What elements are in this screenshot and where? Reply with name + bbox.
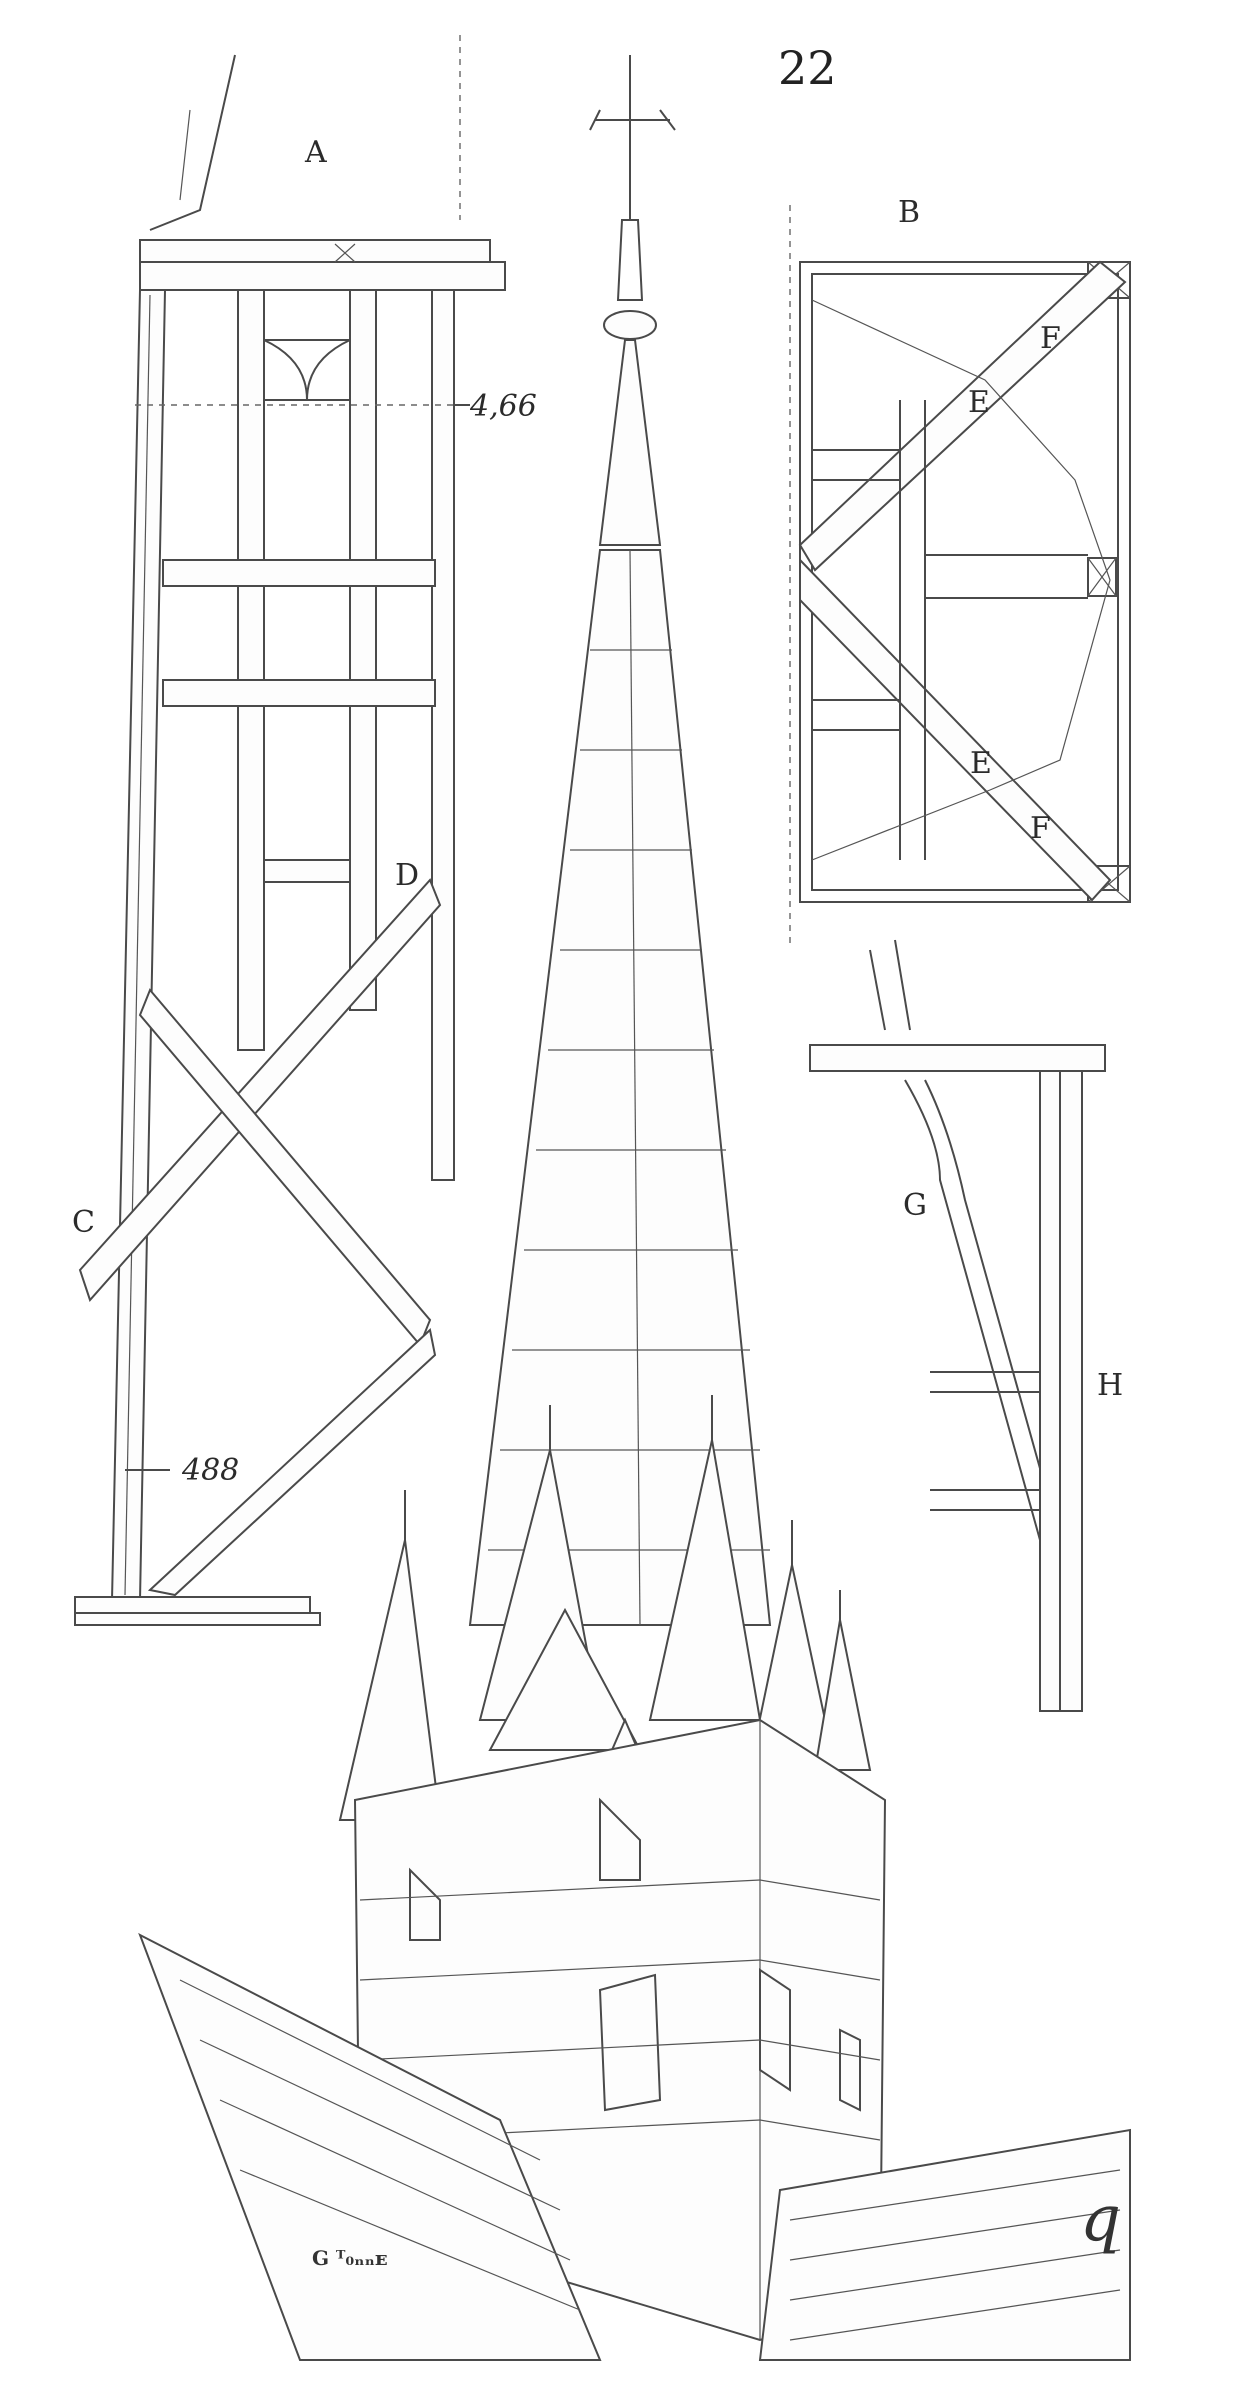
plan-view-b	[789, 205, 1131, 945]
label-f-bottom: F	[1030, 811, 1051, 846]
page-number: 22	[778, 41, 837, 95]
label-b: B	[898, 195, 920, 230]
dimension-upper: 4,66	[469, 389, 537, 424]
label-h: H	[1097, 1368, 1123, 1403]
label-f-top: F	[1040, 321, 1061, 356]
masonry-hatching	[359, 1879, 881, 2141]
engraver-signature: G ᵁ₀ₙₙᴇ	[312, 2246, 387, 2270]
label-e-bottom: E	[970, 746, 992, 781]
monogram: q	[1080, 2182, 1121, 2256]
label-g: G	[903, 1188, 927, 1223]
label-e-top: E	[968, 385, 990, 420]
label-c: C	[72, 1205, 95, 1240]
frame-elevation-a	[74, 35, 506, 1626]
dimension-lower: 488	[181, 1453, 239, 1488]
church-spire	[338, 55, 887, 2342]
eave-detail-gh	[809, 939, 1106, 1712]
label-a: A	[304, 135, 327, 170]
label-d: D	[395, 858, 419, 893]
roofs	[138, 1932, 1131, 2361]
